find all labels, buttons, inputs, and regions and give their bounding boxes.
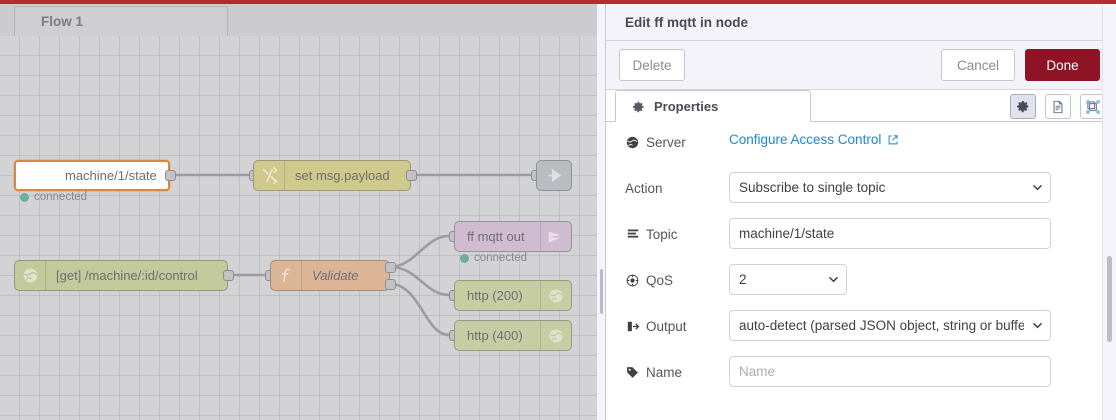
field-row-action: Action Subscribe to single topic — [625, 172, 1080, 203]
node-output-port[interactable] — [385, 262, 396, 273]
node-divider — [540, 321, 541, 350]
qos-label: QoS — [646, 272, 674, 288]
action-label-group: Action — [625, 174, 725, 202]
flow-node-mqtt-in[interactable]: machine/1/state — [14, 160, 170, 191]
dialog-toolbar: Delete Cancel Done — [606, 41, 1116, 90]
output-select[interactable]: auto-detect (parsed JSON object, string … — [729, 310, 1051, 341]
gear-icon — [633, 100, 645, 118]
name-label-group: Name — [625, 358, 725, 386]
configure-access-control-link[interactable]: Configure Access Control — [729, 132, 899, 147]
done-button[interactable]: Done — [1025, 49, 1100, 81]
mqtt-icon — [25, 161, 55, 190]
server-label: Server — [646, 134, 686, 150]
node-output-port[interactable] — [165, 170, 176, 181]
flow-node-function[interactable]: Validate — [270, 260, 390, 291]
mqtt-icon — [541, 222, 571, 251]
flow-node-label: ff mqtt out — [467, 229, 525, 244]
globe-icon — [541, 281, 571, 310]
tag-icon — [625, 366, 640, 379]
mqtt-in-status: connected — [20, 191, 87, 203]
properties-icon-button[interactable] — [1010, 94, 1036, 119]
gear-icon — [1016, 100, 1028, 113]
flow-tab-flow-1[interactable]: Flow 1 — [14, 6, 228, 38]
list-icon — [625, 228, 640, 240]
sign-out-icon — [625, 320, 640, 333]
function-icon — [271, 261, 301, 290]
tab-properties[interactable]: Properties — [615, 90, 811, 122]
node-divider — [45, 261, 46, 290]
delete-button[interactable]: Delete — [619, 49, 685, 81]
action-select[interactable]: Subscribe to single topic — [729, 172, 1051, 203]
field-row-name: Name — [625, 356, 1080, 387]
topic-label: Topic — [646, 226, 678, 242]
name-input[interactable] — [729, 356, 1051, 387]
field-row-output: Output auto-detect (parsed JSON object, … — [625, 310, 1080, 341]
flow-tab-bar: Flow 1 — [0, 4, 600, 38]
qos-label-group: QoS — [625, 266, 725, 294]
status-text: connected — [474, 252, 528, 264]
node-output-port[interactable] — [223, 270, 234, 281]
node-divider — [301, 261, 302, 290]
flow-node-mqtt-out[interactable]: ff mqtt out — [454, 221, 572, 252]
flow-node-debug[interactable] — [536, 160, 572, 191]
flow-node-label: machine/1/state — [65, 168, 157, 183]
flow-node-label: [get] /machine/:id/control — [56, 268, 198, 283]
node-divider — [540, 281, 541, 310]
flow-node-label: http (200) — [467, 288, 523, 303]
panel-resize-handle[interactable] — [597, 4, 605, 420]
globe-icon — [541, 321, 571, 350]
qos-select[interactable]: 2 — [729, 264, 847, 295]
flow-node-label: set msg.payload — [295, 168, 390, 183]
field-row-topic: Topic — [625, 218, 1080, 249]
node-divider — [284, 161, 285, 190]
flow-node-http-in[interactable]: [get] /machine/:id/control — [14, 260, 228, 291]
server-label-group: Server — [625, 128, 725, 156]
dialog-title: Edit ff mqtt in node — [625, 15, 748, 30]
document-icon — [1053, 100, 1063, 113]
name-label: Name — [646, 364, 683, 380]
status-text: connected — [34, 191, 88, 203]
appearance-icon-button[interactable] — [1080, 94, 1106, 119]
edit-node-dialog: Edit ff mqtt in node Delete Cancel Done … — [605, 4, 1116, 420]
node-output-port[interactable] — [406, 170, 417, 181]
output-label-group: Output — [625, 312, 725, 340]
resize-grip-icon — [600, 269, 603, 314]
flow-node-http-400[interactable]: http (400) — [454, 320, 572, 351]
node-output-port[interactable] — [385, 279, 396, 290]
output-label: Output — [646, 318, 687, 334]
field-row-server: Server Configure Access Control — [625, 128, 1080, 156]
flow-workspace: Flow 1 — [0, 4, 600, 420]
node-divider — [540, 222, 541, 251]
debug-icon — [539, 161, 569, 190]
properties-form: Server Configure Access Control Action — [606, 122, 1116, 420]
description-icon-button[interactable] — [1045, 94, 1071, 119]
dialog-tab-row: Properties — [606, 90, 1116, 122]
external-link-icon — [888, 134, 898, 144]
configure-access-control-text: Configure Access Control — [729, 132, 882, 147]
flow-canvas[interactable]: machine/1/state connected set m — [0, 36, 600, 420]
globe-icon — [625, 136, 640, 149]
flow-node-label: http (400) — [467, 328, 523, 343]
flow-node-http-200[interactable]: http (200) — [454, 280, 572, 311]
flow-node-change[interactable]: set msg.payload — [253, 160, 411, 191]
status-dot-icon — [460, 253, 469, 263]
top-accent-bar — [0, 0, 1116, 4]
action-label: Action — [625, 180, 663, 196]
target-icon — [625, 274, 640, 287]
dialog-header: Edit ff mqtt in node — [606, 4, 1116, 41]
topic-input[interactable] — [729, 218, 1051, 249]
change-icon — [254, 161, 284, 190]
field-row-qos: QoS 2 — [625, 264, 1080, 295]
tab-properties-label: Properties — [654, 99, 719, 114]
globe-icon — [15, 261, 45, 290]
appearance-icon — [1086, 99, 1100, 114]
mqtt-out-status: connected — [460, 252, 527, 264]
topic-label-group: Topic — [625, 220, 725, 248]
cancel-button[interactable]: Cancel — [941, 49, 1015, 81]
flow-node-label: Validate — [312, 268, 359, 283]
flow-tab-label: Flow 1 — [41, 14, 84, 29]
scrollbar-thumb[interactable] — [1107, 256, 1112, 342]
status-dot-icon — [20, 192, 29, 202]
dialog-scrollbar[interactable] — [1102, 4, 1116, 420]
